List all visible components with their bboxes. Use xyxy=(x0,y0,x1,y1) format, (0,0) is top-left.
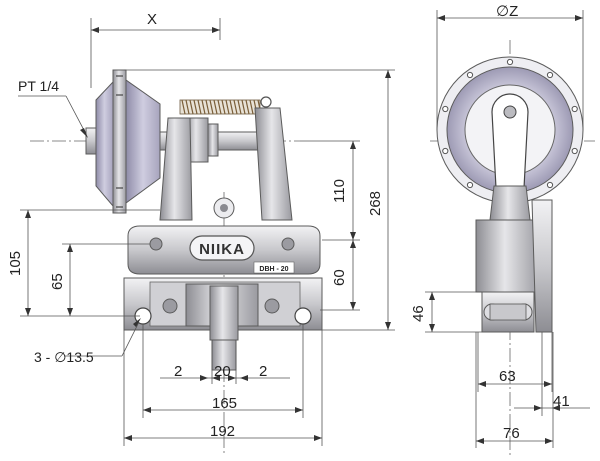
dim-192-label: 192 xyxy=(210,423,236,440)
side-body xyxy=(475,219,541,293)
dim-60-label: 60 xyxy=(331,269,348,286)
flange-bolt xyxy=(546,181,554,189)
spring-coil xyxy=(241,99,246,115)
spring-coil xyxy=(185,99,190,115)
spring-coil xyxy=(237,99,242,115)
side-bracket-pins xyxy=(483,303,533,321)
dim-268-label: 268 xyxy=(367,190,384,216)
left-lever-arm xyxy=(159,117,193,221)
spring-coil xyxy=(249,99,254,115)
flange-bolt xyxy=(571,105,578,113)
adjuster-nut xyxy=(185,117,219,163)
dim-165-label: 165 xyxy=(212,395,238,412)
flange-bolt xyxy=(546,71,554,79)
front-view: NIIKA DBH - 20 xyxy=(18,18,395,455)
spring-coil xyxy=(225,99,230,115)
side-view xyxy=(425,10,595,455)
spring-coil xyxy=(233,99,238,115)
spring-coil xyxy=(209,99,214,115)
port-label: PT 1/4 xyxy=(18,78,59,94)
dim-63-label: 63 xyxy=(499,368,516,385)
dim-105-label: 105 xyxy=(7,250,24,276)
spring-coil xyxy=(229,99,234,115)
dim-shoe-width-label: 20 xyxy=(214,363,231,380)
spring-coil xyxy=(193,99,198,115)
dim-46-label: 46 xyxy=(410,305,427,322)
holes-label: 3 - ∅13.5 xyxy=(34,349,94,365)
dim-diameter-z-label: ∅Z xyxy=(496,3,519,20)
flange-bolt xyxy=(442,105,449,113)
diaphragm-chamber xyxy=(85,69,161,214)
model-label: DBH - 20 xyxy=(259,266,288,273)
brake-disc xyxy=(211,339,237,371)
spring-coil xyxy=(197,99,202,115)
nameplate: NIIKA DBH - 20 xyxy=(189,235,295,274)
flange-bolt xyxy=(466,181,474,189)
flange-bolt xyxy=(506,58,514,66)
brand-label: NIIKA xyxy=(199,241,245,258)
dim-41-label: 41 xyxy=(553,393,570,410)
flange-bolt xyxy=(442,147,449,155)
spring-coil xyxy=(213,99,218,115)
dim-gap-right-label: 2 xyxy=(259,363,268,380)
flange-bolt xyxy=(466,71,474,79)
spring-coil xyxy=(201,99,206,115)
dim-110-label: 110 xyxy=(331,179,348,203)
spring-coil xyxy=(181,99,186,115)
right-lever-arm xyxy=(254,107,293,221)
dim-gap-left-label: 2 xyxy=(174,363,183,380)
spring-coil xyxy=(245,99,250,115)
dim-76-label: 76 xyxy=(503,425,520,442)
spring-coil xyxy=(189,99,194,115)
spring-coil xyxy=(205,99,210,115)
return-spring xyxy=(179,96,272,115)
spring-coil xyxy=(217,99,222,115)
dim-65-label: 65 xyxy=(49,273,66,290)
spring-coil xyxy=(221,99,226,115)
dim-x-label: X xyxy=(147,11,158,28)
flange-bolt xyxy=(571,147,578,155)
